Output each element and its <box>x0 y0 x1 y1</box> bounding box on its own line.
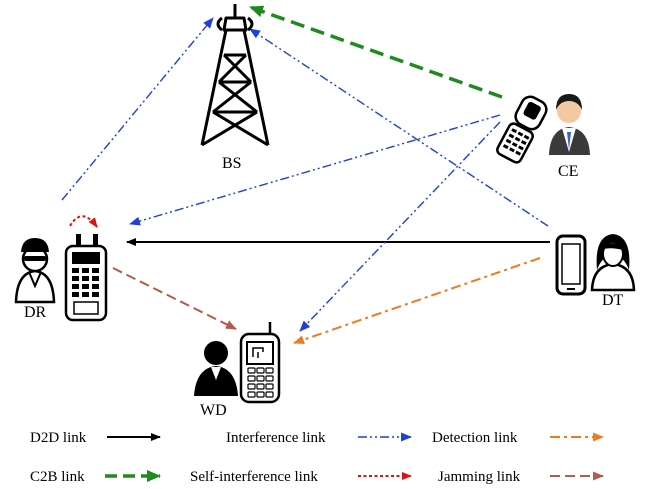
legend-label-self-interference: Self-interference link <box>190 469 318 485</box>
interference-link-ce-to-wd <box>299 121 501 332</box>
man-with-mobile-phone-icon <box>194 322 281 404</box>
interference-link-ce-to-dr <box>129 114 501 226</box>
legend-label-c2b: C2B link <box>30 469 85 485</box>
node-label-dt: DT <box>602 292 624 309</box>
c2b-link-ce-to-bs <box>249 5 503 99</box>
legend-label-jamming: Jamming link <box>438 469 521 485</box>
cell-tower-icon <box>200 4 270 147</box>
self-interference-link-dr <box>69 215 98 228</box>
user-with-walkie-talkie-icon <box>14 234 108 322</box>
interference-link-dt-to-bs <box>249 28 549 227</box>
node-label-bs: BS <box>222 155 242 172</box>
interference-link-dr-to-bs <box>61 17 214 201</box>
detection-link-dt-to-wd <box>293 257 541 344</box>
legend-label-interference: Interference link <box>226 430 326 446</box>
legend: D2D link Interference link Detection lin… <box>30 430 604 485</box>
node-label-dr: DR <box>24 304 47 321</box>
legend-label-detection: Detection link <box>432 430 518 446</box>
node-label-wd: WD <box>200 402 227 419</box>
jamming-link-dr-to-wd <box>112 267 237 330</box>
legend-label-d2d: D2D link <box>30 430 87 446</box>
links <box>61 5 550 344</box>
smartphone-and-woman-icon <box>555 234 636 296</box>
flip-phone-and-businessman-icon <box>496 94 590 164</box>
node-label-ce: CE <box>558 163 578 180</box>
